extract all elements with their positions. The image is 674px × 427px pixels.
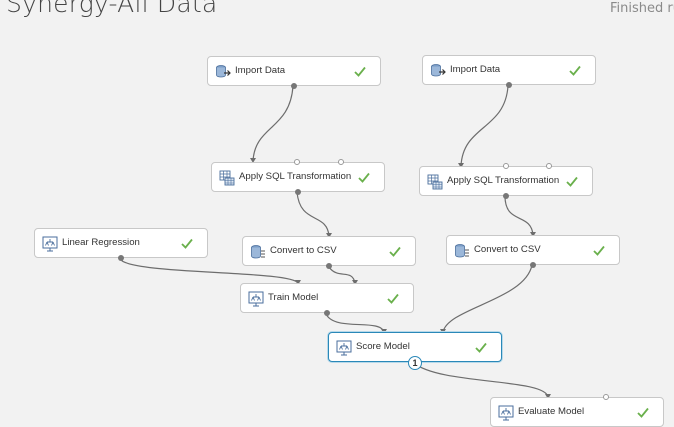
checkmark-icon xyxy=(181,238,193,249)
module-apply-sql-1[interactable]: Apply SQL Transformation xyxy=(211,159,385,195)
checkmark-icon xyxy=(358,172,370,183)
output-port-badge[interactable]: 1 xyxy=(408,356,422,370)
output-port[interactable] xyxy=(324,310,330,316)
module-label: Convert to CSV xyxy=(474,244,541,255)
connector xyxy=(504,195,534,236)
module-label: Convert to CSV xyxy=(270,245,337,256)
checkmark-icon xyxy=(569,65,581,76)
output-port[interactable] xyxy=(291,83,297,89)
output-port[interactable] xyxy=(530,262,536,268)
output-port[interactable] xyxy=(295,189,301,195)
module-import-data-1[interactable]: Import Data xyxy=(207,56,381,89)
connector xyxy=(252,85,294,162)
connector xyxy=(325,313,385,333)
run-status-text: Finished ru xyxy=(610,1,674,16)
output-port[interactable] xyxy=(326,263,332,269)
model-monitor-icon xyxy=(336,340,352,356)
module-import-data-2[interactable]: Import Data xyxy=(422,55,596,88)
table-transform-icon xyxy=(427,174,443,190)
database-convert-icon xyxy=(455,244,469,258)
module-label: Train Model xyxy=(268,292,319,303)
output-port[interactable] xyxy=(503,193,509,199)
output-port[interactable] xyxy=(506,82,512,88)
input-port[interactable] xyxy=(603,394,609,400)
input-port[interactable] xyxy=(546,163,552,169)
module-train-model[interactable]: Train Model xyxy=(240,283,414,316)
checkmark-icon xyxy=(566,176,578,187)
model-monitor-icon xyxy=(248,291,264,307)
input-port[interactable] xyxy=(294,159,300,165)
module-convert-to-csv-2[interactable]: Convert to CSV xyxy=(446,235,620,268)
module-convert-to-csv-1[interactable]: Convert to CSV xyxy=(242,236,416,269)
table-transform-icon xyxy=(219,170,235,186)
input-port[interactable] xyxy=(338,159,344,165)
checkmark-icon xyxy=(354,66,366,77)
model-monitor-icon xyxy=(42,236,58,252)
module-apply-sql-2[interactable]: Apply SQL Transformation xyxy=(419,163,593,199)
connector xyxy=(413,362,549,398)
connector xyxy=(328,266,356,284)
module-label: Apply SQL Transformation xyxy=(239,171,352,182)
model-monitor-icon xyxy=(498,405,514,421)
checkmark-icon xyxy=(387,293,399,304)
checkmark-icon xyxy=(593,245,605,256)
database-convert-icon xyxy=(251,245,265,259)
connector xyxy=(460,85,509,167)
connector xyxy=(442,264,533,333)
module-label: Apply SQL Transformation xyxy=(447,175,560,186)
module-label: Linear Regression xyxy=(62,237,140,248)
checkmark-icon xyxy=(475,342,487,353)
module-evaluate-model[interactable]: Evaluate Model xyxy=(490,394,664,427)
output-port[interactable] xyxy=(118,255,124,261)
module-score-model[interactable]: Score Model 1 xyxy=(328,332,502,370)
input-port[interactable] xyxy=(503,163,509,169)
connector xyxy=(296,191,330,237)
checkmark-icon xyxy=(389,246,401,257)
module-linear-regression[interactable]: Linear Regression xyxy=(34,228,208,261)
module-label: Score Model xyxy=(356,341,410,352)
database-import-icon xyxy=(216,65,231,78)
module-label: Import Data xyxy=(450,64,501,75)
database-import-icon xyxy=(431,64,446,77)
connector xyxy=(119,258,299,284)
module-label: Import Data xyxy=(235,65,286,76)
experiment-title: Synergy-All Data xyxy=(6,0,218,18)
module-label: Evaluate Model xyxy=(518,406,585,417)
checkmark-icon xyxy=(637,407,649,418)
